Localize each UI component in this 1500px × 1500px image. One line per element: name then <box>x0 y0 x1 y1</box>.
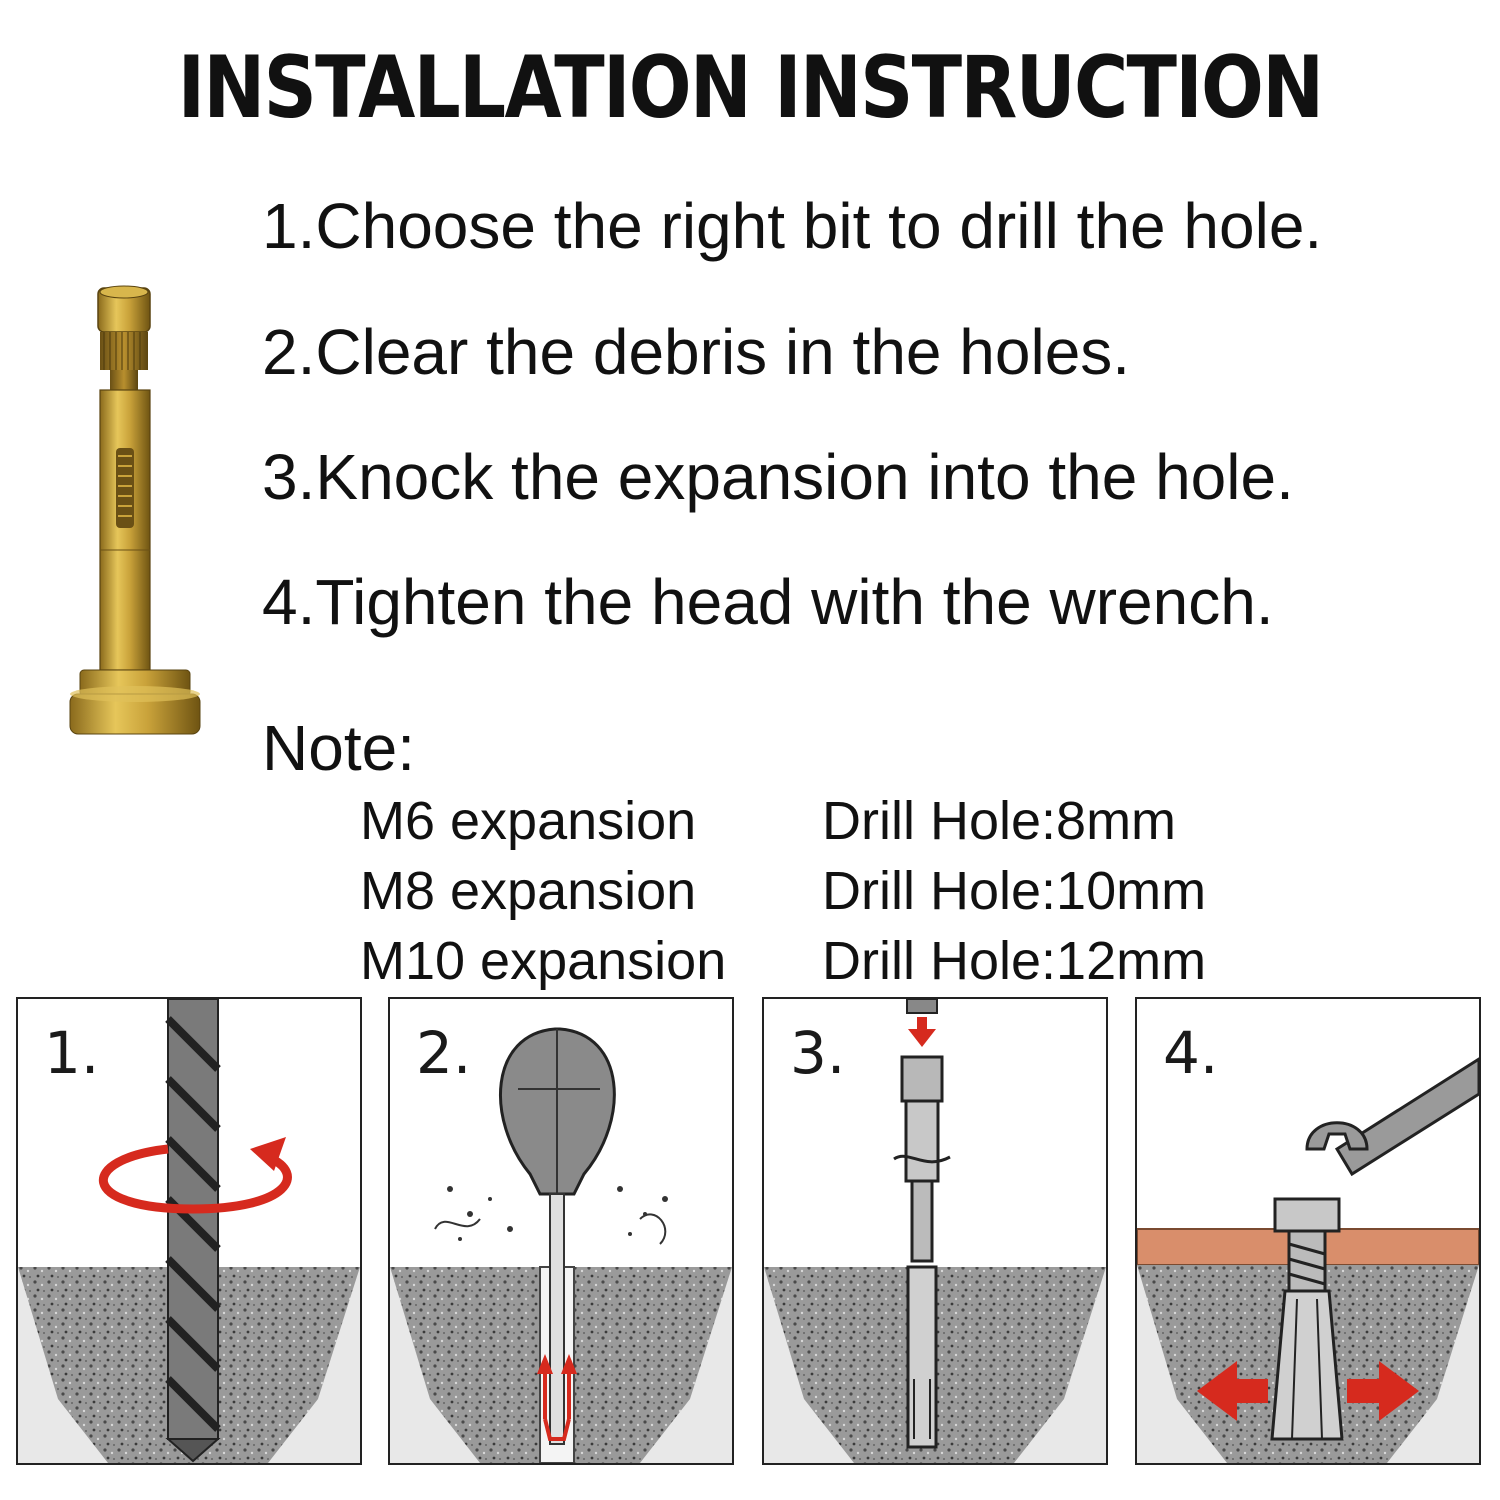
note-model: M6 expansion <box>360 791 697 851</box>
panel-number: 4. <box>1163 1019 1219 1087</box>
blower-bulb-icon <box>499 1027 616 1445</box>
panel-number: 3. <box>790 1019 846 1087</box>
clearing-illustration <box>390 1027 732 1463</box>
panel-step-4: 4. <box>1135 997 1481 1465</box>
rotation-arrow-icon <box>99 1144 292 1214</box>
airflow-arrow-icon <box>543 1369 571 1441</box>
note-model: M10 expansion <box>360 931 727 991</box>
note-drill-size: Drill Hole:8mm <box>822 791 1177 851</box>
page-title: INSTALLATION INSTRUCTION <box>177 38 1324 138</box>
note-row: M8 expansion Drill Hole:10mm <box>0 860 1500 930</box>
tightening-illustration <box>1137 1057 1479 1463</box>
knocking-illustration <box>764 999 1106 1463</box>
step-4-text: 4.Tighten the head with the wrench. <box>262 566 1274 638</box>
anchor-bolt-image <box>69 285 201 735</box>
panel-step-1: 1. <box>16 997 362 1465</box>
panel-step-2: 2. <box>388 997 734 1465</box>
panel-number: 2. <box>416 1019 472 1087</box>
wrench-icon <box>1305 1057 1479 1177</box>
step-1-text: 1.Choose the right bit to drill the hole… <box>262 190 1323 262</box>
drill-bit-icon <box>165 999 221 1463</box>
step-2-text: 2.Clear the debris in the holes. <box>262 316 1131 388</box>
panel-step-3: 3. <box>762 997 1108 1465</box>
note-drill-size: Drill Hole:12mm <box>822 931 1207 991</box>
debris-icon <box>447 1186 668 1241</box>
note-model: M8 expansion <box>360 861 697 921</box>
anchor-bolt-icon <box>893 1055 951 1449</box>
note-row: M6 expansion Drill Hole:8mm <box>0 790 1500 860</box>
note-row: M10 expansion Drill Hole:12mm <box>0 930 1500 1000</box>
drilling-illustration <box>18 999 360 1463</box>
panel-number: 1. <box>44 1019 100 1087</box>
note-drill-size: Drill Hole:10mm <box>822 861 1207 921</box>
step-3-text: 3.Knock the expansion into the hole. <box>262 441 1294 513</box>
anchor-bolt-icon <box>1270 1197 1344 1441</box>
expansion-arrow-icon <box>1197 1361 1419 1421</box>
note-heading: Note: <box>262 712 415 784</box>
down-arrow-icon <box>908 1017 936 1047</box>
